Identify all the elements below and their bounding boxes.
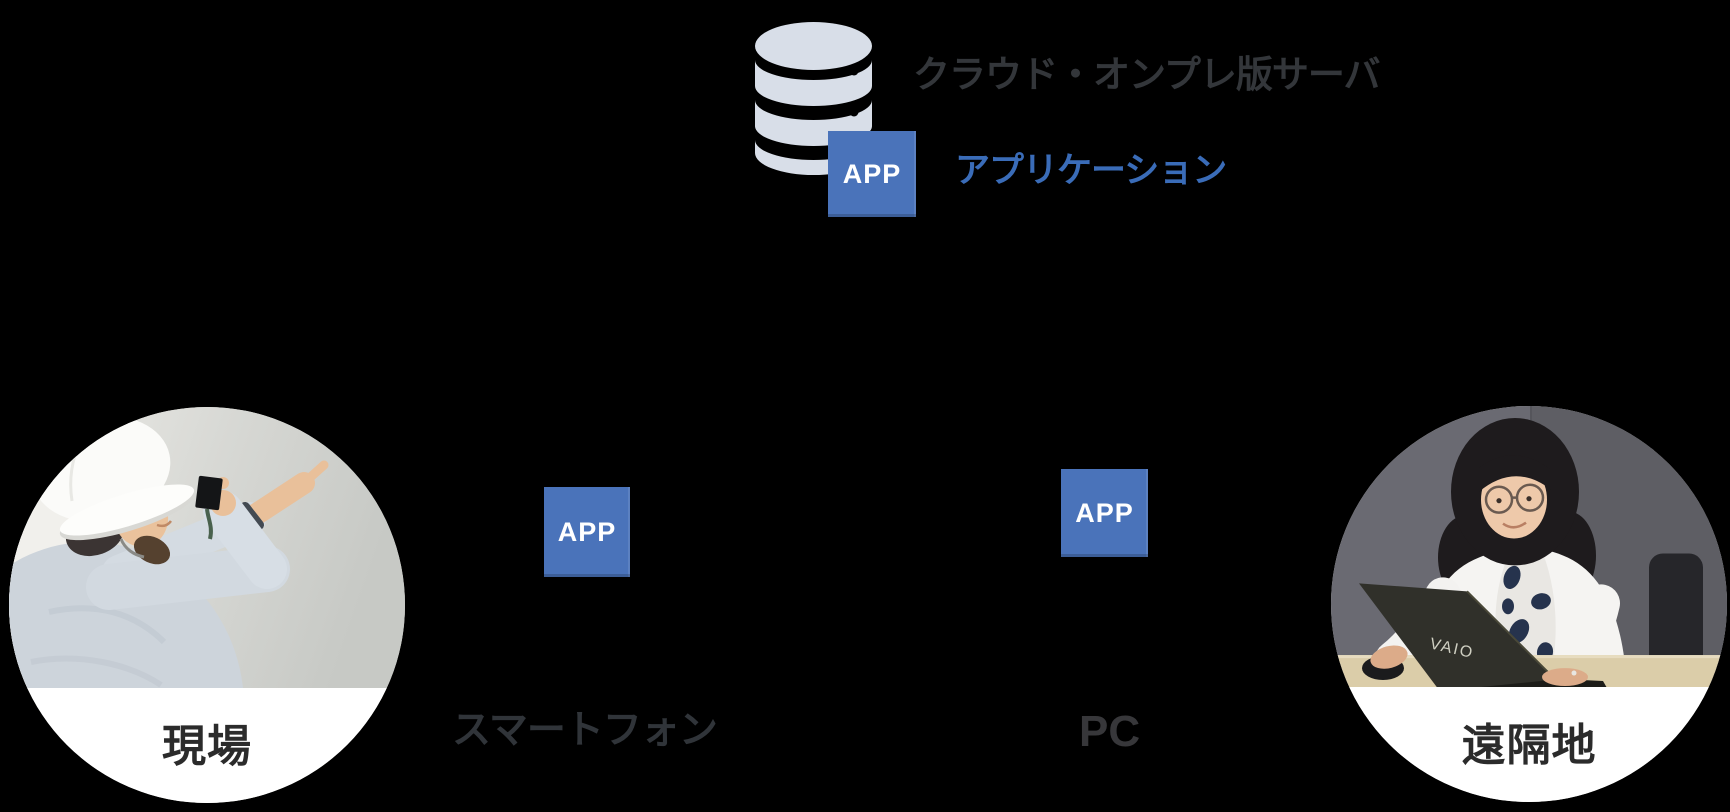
app-badge-pc-text: APP xyxy=(1075,497,1134,528)
remote-label: 遠隔地 xyxy=(1461,721,1597,770)
smartphone-label: スマートフォン xyxy=(452,709,718,752)
app-badge-server-text: APP xyxy=(842,158,902,189)
server-label: クラウド・オンプレ版サーバ xyxy=(913,54,1381,95)
app-badge-server: APP xyxy=(828,131,916,217)
app-badge-smartphone-text: APP xyxy=(557,516,617,547)
site-label: 現場 xyxy=(162,722,252,771)
site-photo xyxy=(9,407,405,689)
app-badge-pc: APP xyxy=(1061,469,1148,557)
site-circle: 現場 xyxy=(9,407,405,803)
app-badge-smartphone: APP xyxy=(544,487,630,577)
remote-caption-band xyxy=(1331,687,1727,802)
remote-photo: VAIO xyxy=(1331,406,1727,688)
site-caption-band xyxy=(9,688,405,803)
worker-figure xyxy=(9,416,329,689)
pc-label: PC xyxy=(1079,707,1141,756)
remote-circle: VAIO 遠隔地 xyxy=(1331,406,1727,802)
application-label: アプリケーション xyxy=(955,151,1227,190)
